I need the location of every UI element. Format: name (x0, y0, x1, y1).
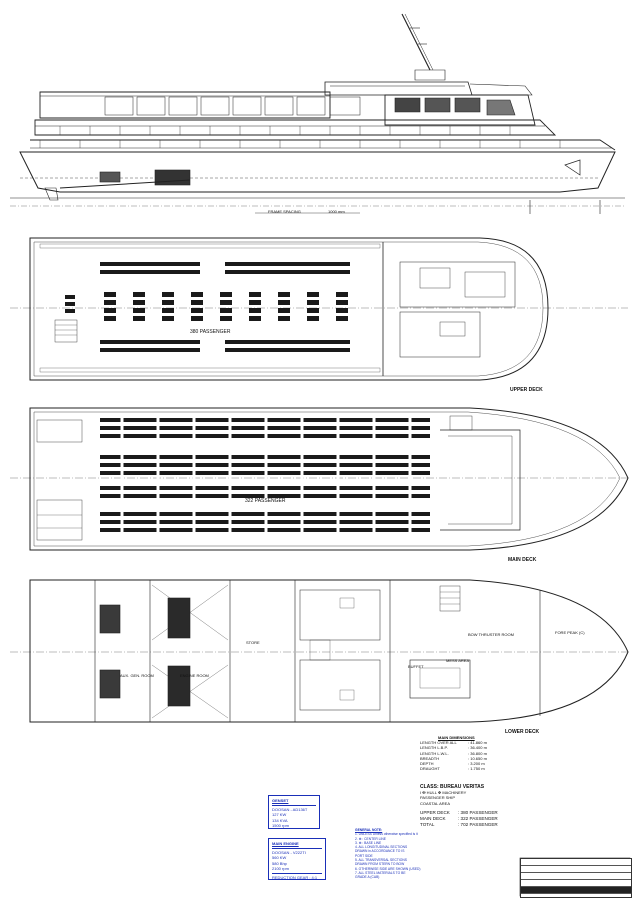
general-note-line: 6. OTHERWISE SIDE ARE SHOWN (USED) (355, 866, 421, 871)
general-note-title: GENERAL NOTE: (355, 828, 383, 832)
genset-line: 1500 rpm (272, 823, 289, 829)
general-note-line: 4. ALL LONGITUDINAL SECTIONS (355, 845, 408, 850)
class-line: PASSENGER SHIP (420, 795, 456, 801)
aux-gen-room-label: AUX. GEN. ROOM (120, 673, 154, 678)
upper-deck-label: UPPER DECK (510, 387, 543, 393)
main-engine-line: 580 Bhp (272, 860, 287, 866)
genset-line: DOOSAN - AD136T (272, 804, 316, 813)
frame-spacing-label: FRAME SPACING (268, 209, 301, 214)
general-note-line: DRAWN in ACCORDANCE TO IS (355, 849, 405, 854)
class-heading: CLASS: BUREAU VERITAS (420, 784, 485, 790)
upper-deck-seats (65, 262, 350, 352)
general-note: GENERAL NOTE: 1. UNLESS Unless otherwise… (355, 828, 450, 880)
main-deck-plan (10, 407, 629, 551)
genset-box: GENSET DOOSAN - AD136T 127 KW 134 KVA 15… (268, 795, 320, 829)
lower-deck-label: LOWER DECK (505, 729, 540, 735)
general-note-line: DRAWN FROM STERN TO BOW (355, 862, 405, 867)
buffet-label: BUFFET (408, 664, 424, 669)
main-dimensions: MAIN DIMENSIONS LENGTH OVER ALL: 41.860 … (420, 735, 510, 771)
capacity-block: UPPER DECK: 380 PASSENGER MAIN DECK: 322… (420, 810, 530, 828)
general-note-line: 3. ⊕ : BASE LINE (355, 840, 382, 845)
title-block-row (521, 859, 631, 866)
capacity-row: MAIN DECK: 322 PASSENGER (420, 816, 498, 821)
capacity-row: TOTAL: 702 PASSENGER (420, 822, 498, 827)
main-engine-title: MAIN ENGINE (272, 841, 299, 846)
main-engine-line: 560 KW (272, 855, 287, 861)
upper-deck-passenger-label: 380 PASSENGER (190, 329, 231, 335)
upper-deck-seat-grid (104, 292, 348, 321)
title-block-row (521, 887, 631, 894)
engine-room-label: ENGINE ROOM (180, 673, 209, 678)
genset-title: GENSET (272, 798, 289, 803)
title-block-row (521, 873, 631, 880)
main-deck-aisles (120, 414, 412, 540)
dimension-row: LENGTH L.W.L.: 36.800 m (420, 750, 487, 756)
fore-peak-label: FORE PEAK (C) (555, 630, 585, 635)
main-engine-box: MAIN ENGINE DOOSAN - V222TI 560 KW 580 B… (268, 838, 326, 880)
genset-line: 127 KW (272, 812, 287, 818)
capacity-row: UPPER DECK: 380 PASSENGER (420, 810, 498, 815)
class-line: COASTAL AREA (420, 800, 451, 806)
class-line: I ✠ HULL ✠ MACHINERY (420, 790, 467, 796)
general-note-line: PORT SIDE (355, 853, 373, 858)
general-note-line: 2. ⊕ : CENTER LINE (355, 836, 386, 841)
reduction-gear-line: REDUCTION GEAR : 4:1 (272, 872, 322, 881)
dimension-row: LENGTH L.B.P.: 36.400 m (420, 745, 487, 751)
general-note-line: GRADE A (CAB) (355, 875, 380, 880)
dimension-row: BREADTH: 10.650 m (420, 755, 487, 761)
mess-area-label: MESS AREA (446, 658, 470, 663)
main-engine-line: DOOSAN - V222TI (272, 847, 322, 856)
title-block (520, 858, 632, 898)
dimension-row: LENGTH OVER ALL: 41.860 m (420, 740, 487, 746)
general-note-line: 5. ALL TRANSVERSAL SECTIONS (355, 858, 407, 863)
main-engine-line: 2100 rpm (272, 866, 289, 872)
general-note-line: 1. UNLESS Unless otherwise specified is … (355, 832, 418, 837)
main-dimensions-heading: MAIN DIMENSIONS (438, 735, 475, 740)
title-block-row (521, 880, 631, 887)
dimension-row: DRAUGHT: 1.750 m (420, 766, 485, 772)
bow-thruster-room-label: BOW THRUSTER ROOM (468, 632, 514, 637)
class-info: CLASS: BUREAU VERITAS I ✠ HULL ✠ MACHINE… (420, 784, 520, 806)
main-deck-passenger-label: 322 PASSENGER (245, 498, 286, 504)
main-deck-label: MAIN DECK (508, 557, 537, 563)
profile-view (10, 13, 625, 214)
lower-deck-plan (10, 579, 629, 723)
title-block-row (521, 866, 631, 873)
general-note-line: 7. ALL STEEL MATERIALS TO BE (355, 870, 406, 875)
genset-line: 134 KVA (272, 817, 288, 823)
store-label: STORE (246, 640, 260, 645)
spacing-value-label: 1000 mm (328, 209, 345, 214)
upper-deck-plan (10, 237, 628, 381)
dimension-row: DEPTH: 3.200 m (420, 761, 485, 767)
